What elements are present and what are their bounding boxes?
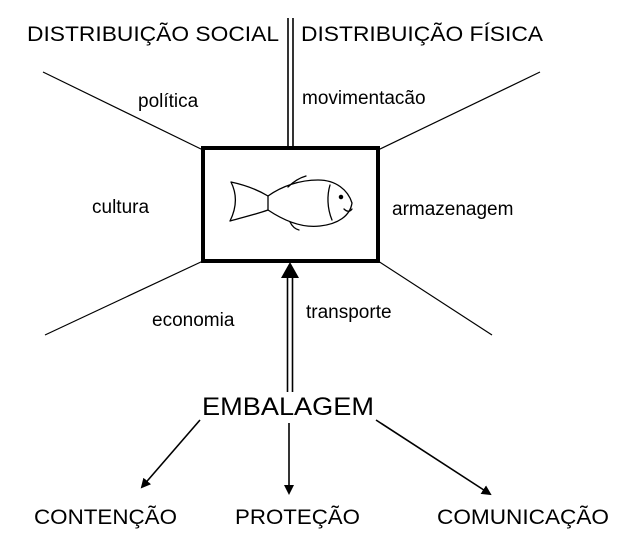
product-box	[201, 146, 380, 263]
diagonal-bottom-right	[377, 260, 493, 336]
label-economia: economia	[152, 310, 235, 331]
title-distribuicao-social: DISTRIBUIÇÃO SOCIAL	[27, 22, 279, 46]
label-embalagem: EMBALAGEM	[202, 393, 374, 421]
label-armazenagem: armazenagem	[392, 199, 513, 220]
diagonal-top-right	[377, 71, 541, 151]
fish-icon	[229, 175, 353, 231]
title-distribuicao-fisica: DISTRIBUIÇÃO FÍSICA	[301, 22, 543, 46]
arrow-head-up	[281, 262, 299, 278]
label-protecao: PROTEÇÃO	[235, 505, 360, 529]
label-comunicacao: COMUNICAÇÃO	[437, 505, 609, 529]
label-cultura: cultura	[92, 197, 149, 218]
arrow-to-comunicacao	[375, 419, 492, 496]
label-politica: política	[138, 91, 199, 112]
label-transporte: transporte	[306, 302, 392, 323]
diagonal-bottom-left	[44, 260, 204, 336]
arrow-to-contencao	[140, 419, 201, 489]
label-movimentacao: movimentacão	[302, 88, 426, 109]
label-contencao: CONTENÇÃO	[34, 505, 177, 529]
diagonal-top-left	[42, 71, 204, 151]
